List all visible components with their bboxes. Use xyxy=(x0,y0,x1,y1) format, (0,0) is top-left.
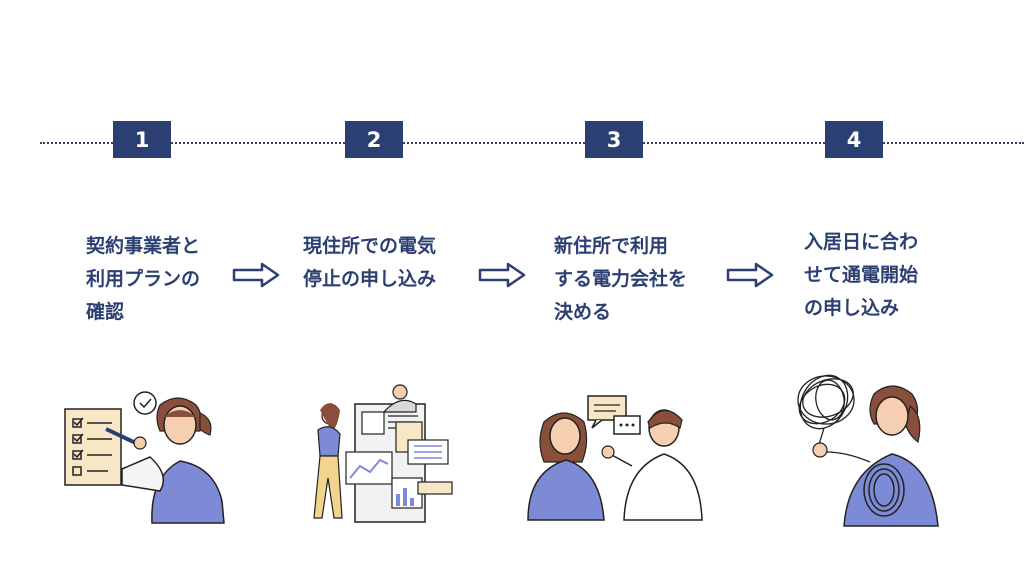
step-4-line-1: 入居日に合わ xyxy=(804,231,919,253)
step-2-line-2: 停止の申し込み xyxy=(303,268,437,290)
right-arrow-icon xyxy=(726,262,774,288)
step-1-line-1: 契約事業者と xyxy=(86,235,201,257)
right-arrow-icon xyxy=(232,262,280,288)
step-1-badge: 1 xyxy=(113,121,171,158)
step-1-line-3: 確認 xyxy=(86,301,125,323)
step-3-badge: 3 xyxy=(585,121,643,158)
conversation-illustration xyxy=(527,395,703,521)
step-1-line-2: 利用プランの xyxy=(86,268,201,290)
step-4-line-2: せて通電開始 xyxy=(804,264,919,286)
step-3-line-3: 決める xyxy=(554,301,612,323)
step-2-text: 現住所での電気 停止の申し込み xyxy=(303,230,436,296)
step-2-badge: 2 xyxy=(345,121,403,158)
data-board-illustration xyxy=(313,384,453,523)
step-4-text: 入居日に合わ せて通電開始 の申し込み xyxy=(804,226,918,325)
step-3-text: 新住所で利用 する電力会社を 決める xyxy=(554,230,687,329)
step-3-line-1: 新住所で利用 xyxy=(554,235,669,257)
step-4-line-3: の申し込み xyxy=(804,297,900,319)
step-2-line-1: 現住所での電気 xyxy=(303,235,437,257)
tangled-line-illustration xyxy=(797,374,939,527)
step-1-text: 契約事業者と 利用プランの 確認 xyxy=(86,230,200,329)
step-3-line-2: する電力会社を xyxy=(554,268,688,290)
right-arrow-icon xyxy=(478,262,526,288)
checklist-woman-illustration xyxy=(64,391,225,524)
step-4-badge: 4 xyxy=(825,121,883,158)
timeline-dotted-line xyxy=(40,142,1024,144)
